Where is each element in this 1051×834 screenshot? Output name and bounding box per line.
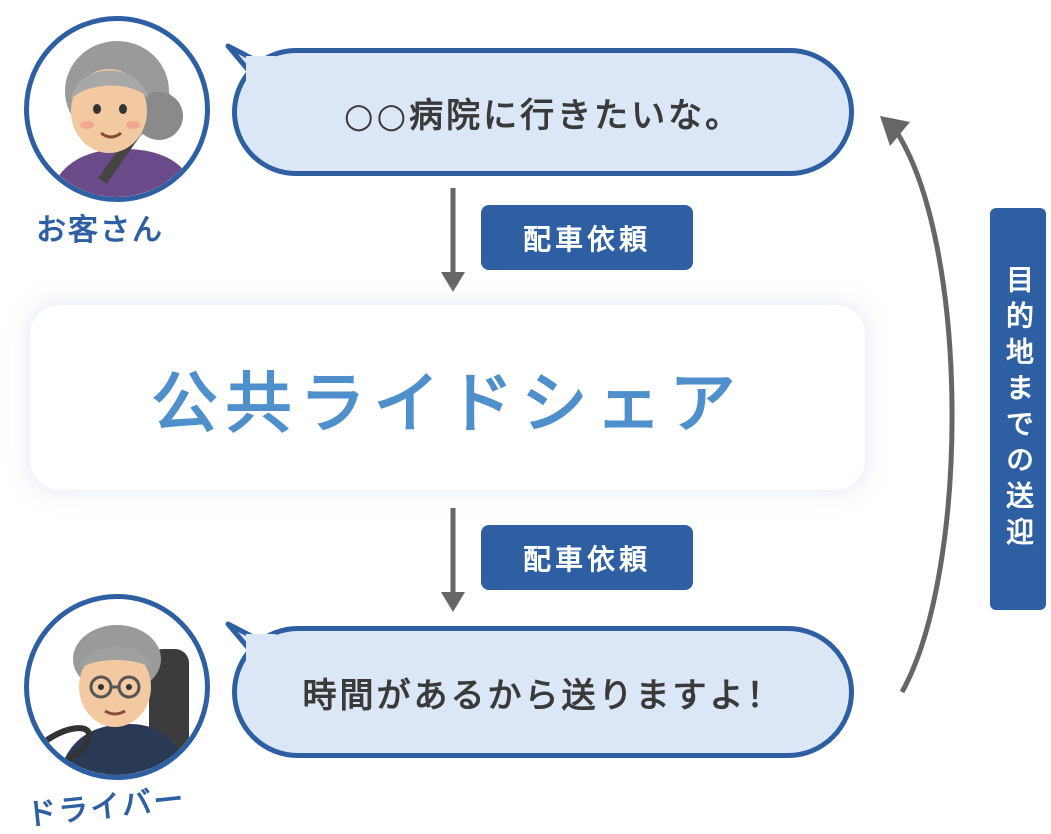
elderly-woman-icon [49, 41, 197, 197]
customer-avatar [24, 16, 210, 202]
driver-speech-bubble: 時間があるから送りますよ！ [232, 626, 854, 758]
customer-speech-text: ○○病院に行きたいな。 [343, 95, 743, 136]
service-box: 公共ライドシェア [30, 305, 865, 490]
transport-to-destination-tag: 目的地までの送迎 [990, 208, 1046, 610]
bubble-tail-seam [246, 56, 276, 82]
dispatch-request-badge: 配車依頼 [481, 525, 693, 590]
dispatch-request-badge: 配車依頼 [481, 205, 693, 270]
elderly-driver-icon [29, 625, 189, 775]
driver-speech-text: 時間があるから送りますよ！ [302, 675, 784, 716]
transport-to-destination-label: 目的地までの送迎 [1002, 265, 1035, 553]
service-title: 公共ライドシェア [151, 364, 744, 442]
customer-speech-bubble: ○○病院に行きたいな。 [232, 48, 854, 176]
down-arrow-icon [441, 188, 465, 292]
down-arrow-icon [441, 508, 465, 612]
return-arrow-icon [880, 116, 955, 694]
driver-avatar [24, 594, 210, 780]
bubble-tail-seam [246, 634, 276, 660]
driver-label: ドライバー [24, 781, 188, 834]
customer-label: お客さん [36, 213, 164, 248]
